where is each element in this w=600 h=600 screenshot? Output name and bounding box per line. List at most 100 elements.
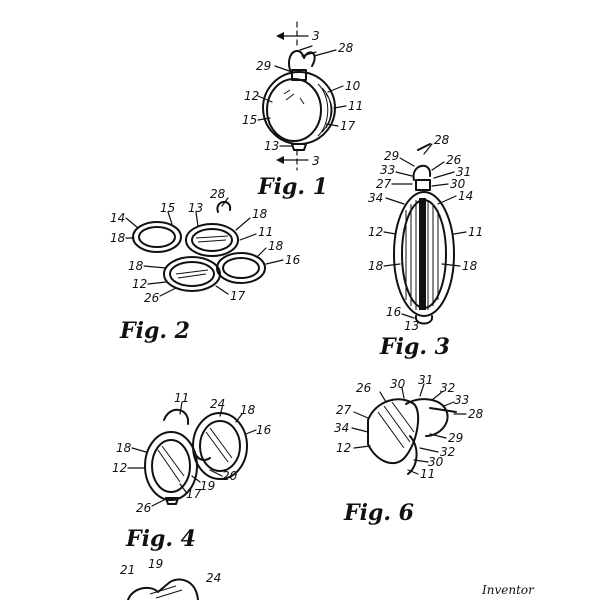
leader-fig3-26 <box>431 161 445 171</box>
fig2-numeral-16: 16 <box>285 253 301 267</box>
fig6-caption: Fig. 6 <box>343 500 414 526</box>
figure-2: 28 14 15 13 18 18 11 18 18 16 12 26 17 F… <box>110 187 301 344</box>
leader-fig2-15 <box>167 211 173 225</box>
fig2-lens-bottom-right-inner <box>222 257 260 279</box>
figure-1: 3 3 28 29 10 12 11 15 17 13 Fig. 1 <box>242 21 363 200</box>
fig2-lens-bottom-right <box>216 252 266 284</box>
leader-fig3-29 <box>399 157 415 167</box>
leader-fig1-10 <box>327 85 344 93</box>
leader-fig1-28 <box>313 49 337 57</box>
fig4-numeral-20: 20 <box>222 469 238 483</box>
leader-fig4-18a <box>235 413 243 423</box>
fig3-section-hatching <box>405 200 439 310</box>
leader-fig3-11 <box>453 231 467 235</box>
leader-fig4-11 <box>179 401 183 415</box>
fig2-numeral-26: 26 <box>144 291 160 305</box>
fig3-numeral-14: 14 <box>458 189 473 203</box>
fig3-numeral-33: 33 <box>380 163 395 177</box>
fig5-numeral-24: 24 <box>206 571 221 585</box>
fig4-caption: Fig. 4 <box>125 526 196 552</box>
fig1-case-shading <box>317 83 333 137</box>
fig3-numeral-26: 26 <box>446 153 462 167</box>
fig3-center-lens-pack <box>419 198 426 310</box>
fig6-bail-loop <box>405 398 449 437</box>
leader-fig3-34 <box>385 197 405 205</box>
leader-fig1-17 <box>325 123 339 127</box>
fig1-glass-highlight <box>283 89 305 105</box>
fig4-bottom-knob <box>165 497 179 505</box>
fig2-numeral-13: 13 <box>188 201 203 215</box>
fig2-caption: Fig. 2 <box>119 318 190 344</box>
fig6-numeral-32b: 32 <box>440 445 455 459</box>
fig6-numeral-33: 33 <box>454 393 469 407</box>
leader-fig3-31 <box>433 171 455 179</box>
leader-fig6-31 <box>419 383 425 397</box>
fig4-lens-shading <box>157 427 233 483</box>
leader-fig3-33 <box>395 171 413 177</box>
fig4-numeral-24: 24 <box>210 397 225 411</box>
fig3-bottom-knob <box>414 315 434 325</box>
fig6-numeral-11: 11 <box>420 467 435 481</box>
fig6-numeral-30b: 30 <box>428 455 444 469</box>
fig2-bail <box>216 201 232 213</box>
fig1-numeral-13: 13 <box>264 139 279 153</box>
fig3-bail <box>412 165 432 181</box>
leader-fig4-26 <box>151 499 165 507</box>
leader-fig4-16 <box>245 429 257 435</box>
fig2-numeral-17: 17 <box>230 289 246 303</box>
fig1-case-glass <box>266 78 322 142</box>
leader-fig3-12 <box>383 231 397 235</box>
leader-fig2-12 <box>147 281 167 285</box>
fig3-numeral-31: 31 <box>456 165 471 179</box>
figure-3: 28 29 26 33 31 27 30 34 14 12 11 18 18 1… <box>368 133 483 360</box>
figure-6: 26 30 31 32 33 27 28 34 29 12 32 30 11 F… <box>334 373 484 526</box>
leader-fig2-17 <box>215 285 229 295</box>
fig1-caption: Fig. 1 <box>257 174 328 200</box>
leader-fig3-16 <box>401 313 415 319</box>
section-arrowhead-top <box>276 32 284 40</box>
fig2-numeral-18c: 18 <box>268 239 284 253</box>
fig1-bottom-knob <box>291 143 307 151</box>
fig6-numeral-27: 27 <box>336 403 352 417</box>
fig4-numeral-26: 26 <box>136 501 152 515</box>
fig3-numeral-11: 11 <box>468 225 483 239</box>
leader-fig6-30a <box>401 387 405 399</box>
fig2-lens-top-right-inner <box>191 228 233 252</box>
fig4-hinge <box>193 451 211 461</box>
leader-fig6-32a <box>431 391 443 401</box>
fig3-numeral-27: 27 <box>376 177 392 191</box>
fig5-numeral-19: 19 <box>148 557 163 571</box>
fig4-left-lens-ring <box>144 431 198 501</box>
leader-fig3-28 <box>423 143 433 155</box>
leader-fig4-17 <box>179 483 187 493</box>
fig2-lens-top-right <box>185 223 239 257</box>
leader-fig1-29 <box>274 65 293 73</box>
fig4-numeral-16: 16 <box>256 423 272 437</box>
section-label-bottom: 3 <box>312 154 320 168</box>
leader-fig4-18b <box>131 447 147 453</box>
fig4-left-lens-inner <box>151 439 191 493</box>
fig3-numeral-18a: 18 <box>368 259 384 273</box>
fig1-numeral-28: 28 <box>338 41 354 55</box>
leader-fig4-20 <box>209 469 223 477</box>
leader-fig6-26 <box>379 391 387 403</box>
leader-fig6-12 <box>353 445 371 449</box>
fig6-numeral-31: 31 <box>418 373 433 387</box>
leader-fig2-11 <box>239 233 257 241</box>
fig3-numeral-34: 34 <box>368 191 383 205</box>
leader-fig3-30 <box>431 183 449 187</box>
leader-fig2-18b <box>235 217 251 231</box>
leader-fig2-18d <box>143 265 167 269</box>
leader-fig1-15 <box>257 117 271 121</box>
fig1-numeral-17: 17 <box>340 119 356 133</box>
fig2-numeral-18a: 18 <box>110 231 126 245</box>
fig3-chain <box>417 143 431 151</box>
fig5-numeral-21: 21 <box>120 563 135 577</box>
fig3-stem <box>415 179 431 191</box>
fig2-lens-top-left-inner <box>138 226 176 248</box>
leader-fig2-16 <box>265 259 284 265</box>
fig3-numeral-29: 29 <box>384 149 399 163</box>
fig4-right-lens-inner <box>199 420 241 472</box>
